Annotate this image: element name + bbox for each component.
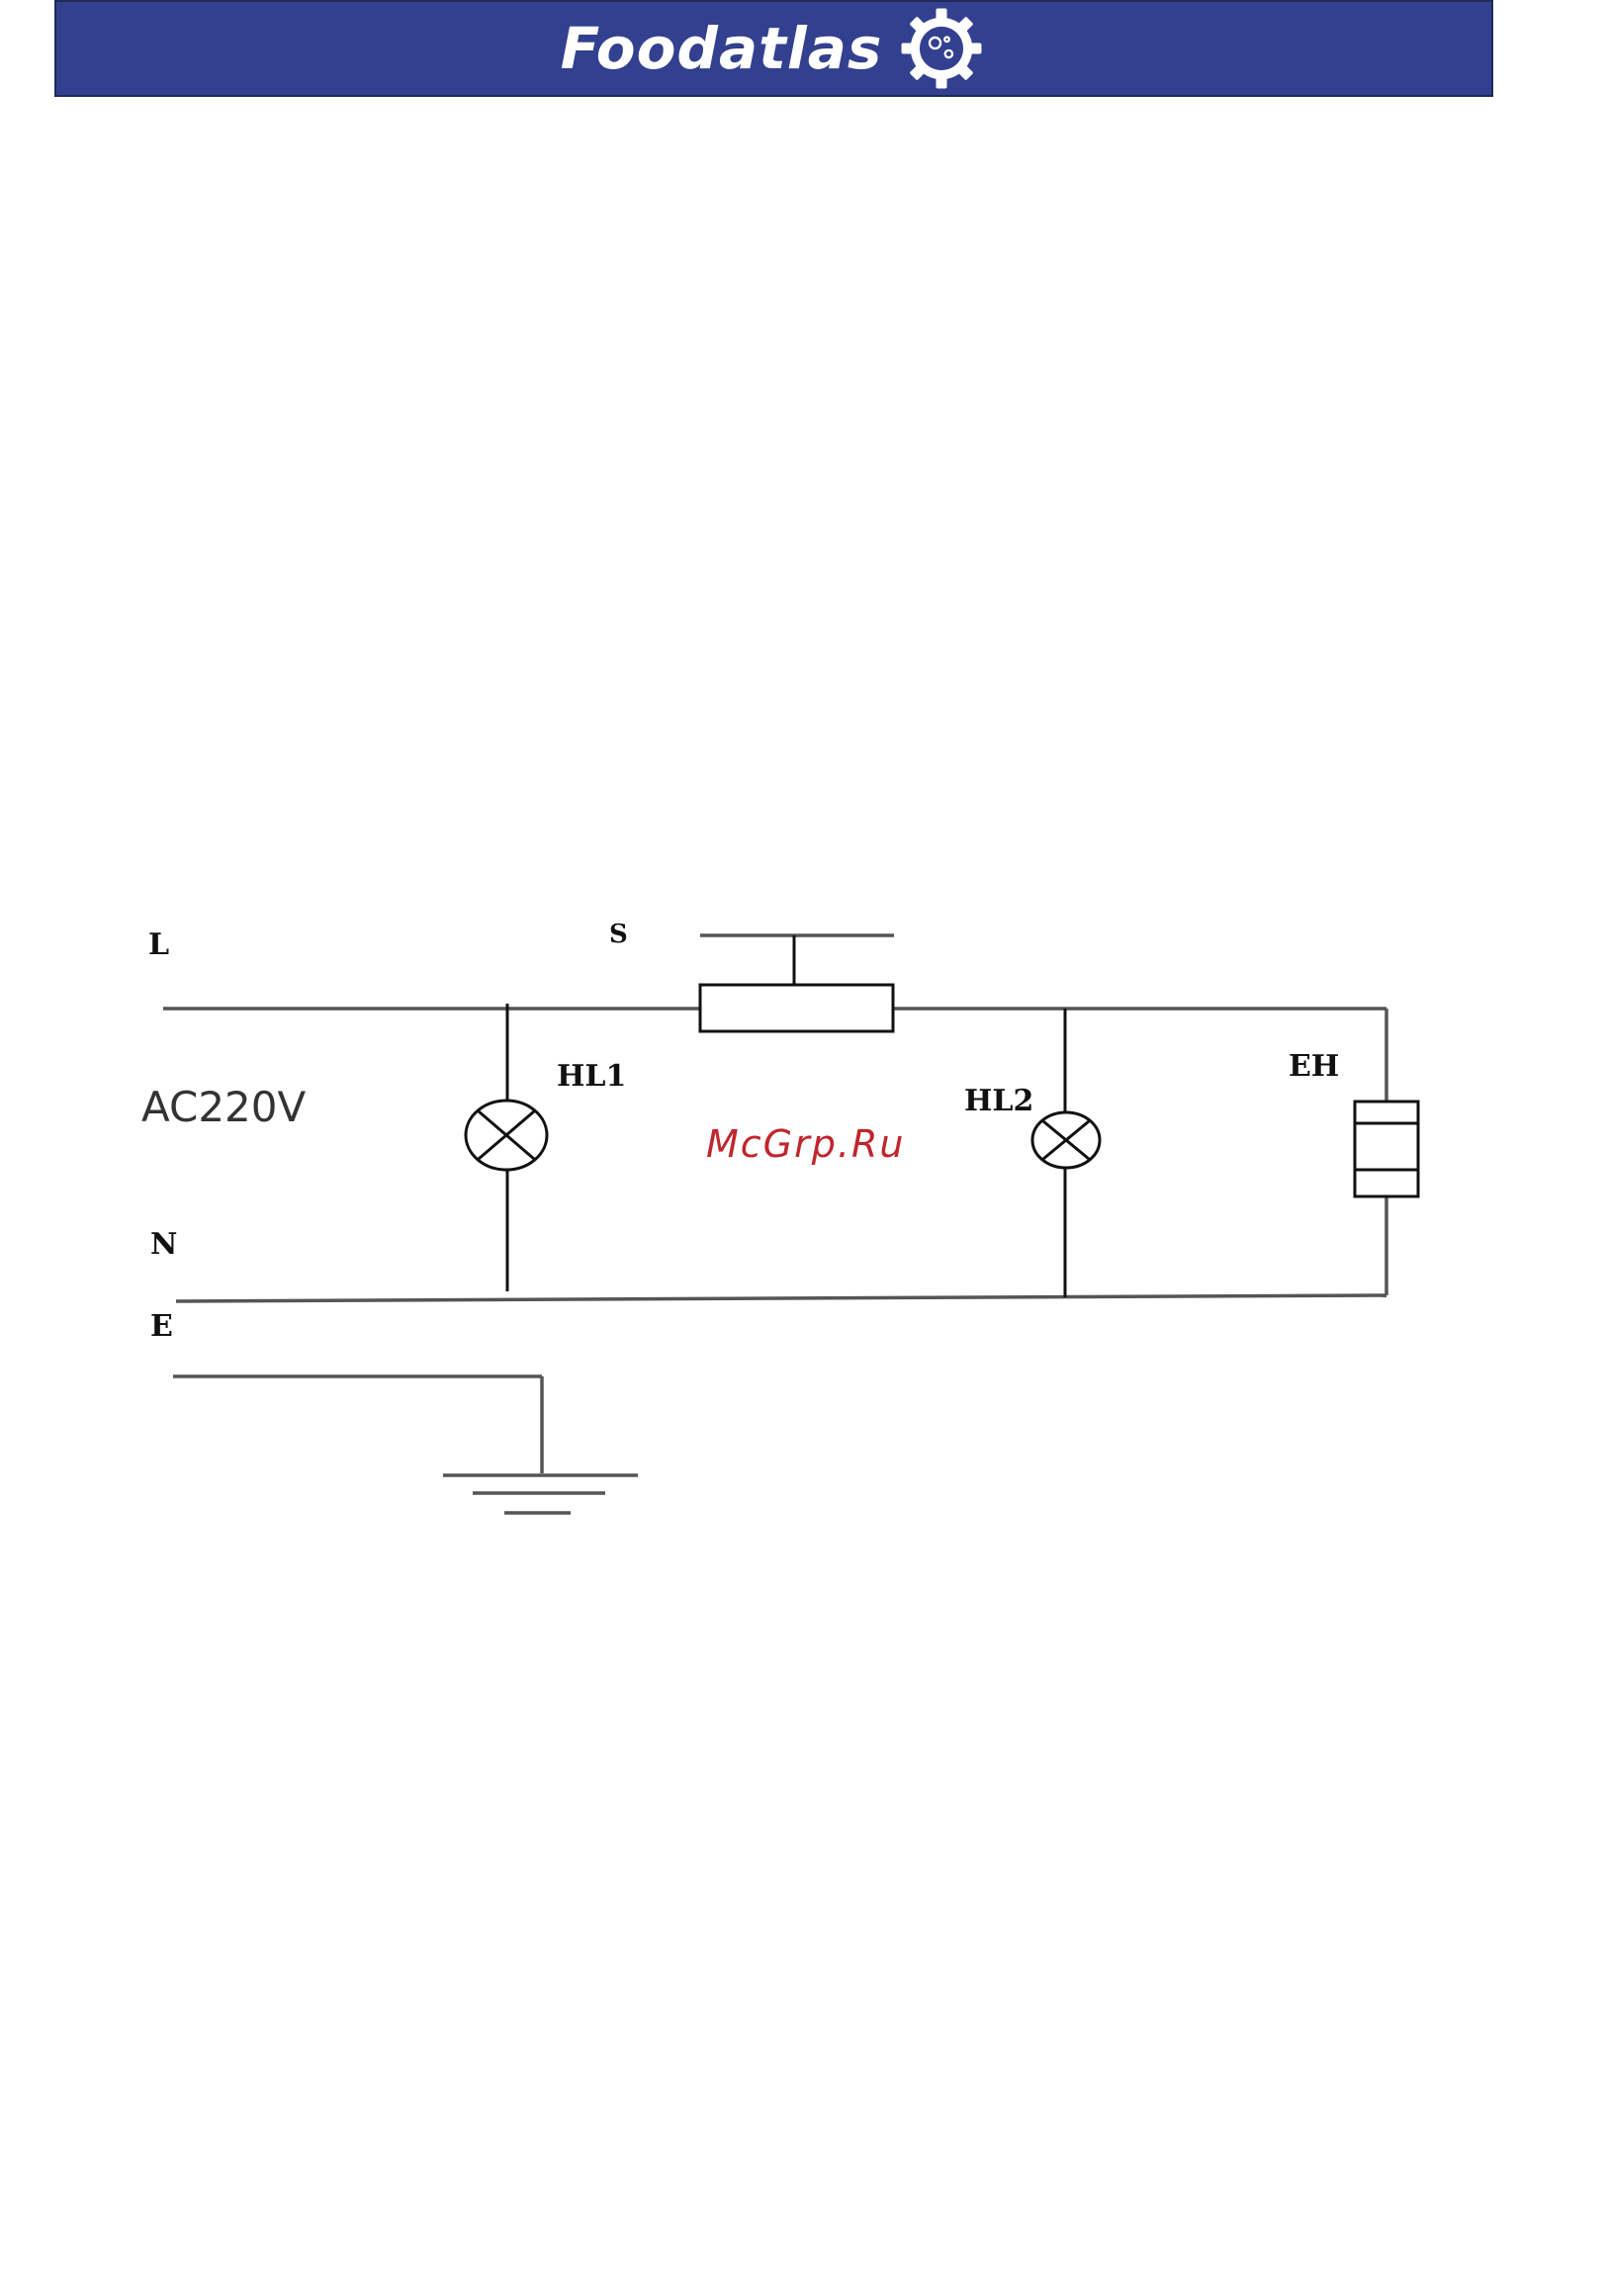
label-n: N	[150, 1227, 177, 1262]
label-eh: EH	[1289, 1049, 1339, 1084]
watermark-text: McGrp.Ru	[706, 1122, 905, 1166]
heater-eh	[1355, 1102, 1418, 1196]
label-hl2: HL2	[964, 1084, 1033, 1118]
lamp-hl2	[1032, 1009, 1100, 1297]
neutral-wire	[176, 1295, 1386, 1301]
switch-s	[700, 935, 894, 1031]
earth-ground	[173, 1376, 638, 1513]
lamp-hl1	[466, 1004, 547, 1291]
label-e: E	[150, 1309, 173, 1344]
label-hl1: HL1	[557, 1059, 626, 1094]
label-l: L	[148, 927, 169, 962]
label-s: S	[609, 920, 628, 949]
label-voltage: AC220V	[141, 1083, 306, 1131]
